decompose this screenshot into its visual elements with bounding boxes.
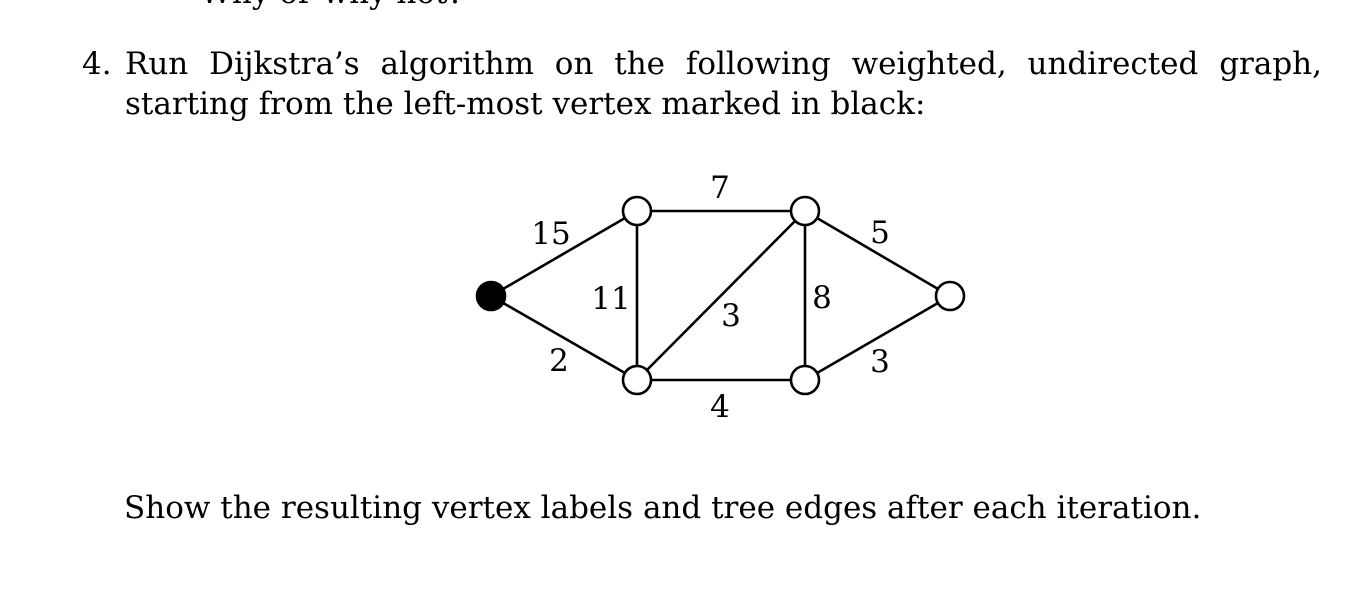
weight-label: 4: [710, 389, 730, 425]
weight-label: 5: [870, 215, 890, 251]
instruction-text: Show the resulting vertex labels and tre…: [124, 490, 1202, 526]
weight-label: 3: [870, 344, 890, 380]
vertex-top-right: [789, 195, 821, 227]
edge-start-top-left: [490, 209, 638, 298]
vertex-top-left: [621, 195, 653, 227]
previous-question-fragment: Why or why not?: [200, 0, 464, 9]
edge-start-bottom-left: [490, 294, 638, 382]
weight-label: 3: [721, 298, 741, 334]
vertex-bottom-right: [789, 364, 821, 396]
weight-label: 2: [549, 343, 569, 379]
question-4: 4. Run Dijkstra’s algorithm on the follo…: [82, 44, 1322, 124]
start-vertex: [475, 280, 507, 312]
weight-label: 8: [812, 280, 832, 316]
question-number: 4.: [82, 46, 112, 82]
edge-bottom-left-top-right: [636, 210, 806, 381]
vertex-bottom-left: [621, 364, 653, 396]
question-text: Run Dijkstra’s algorithm on the followin…: [125, 46, 1322, 122]
edge-bottom-right-end: [804, 294, 951, 382]
weight-label: 15: [531, 216, 570, 252]
edge-top-right-end: [804, 209, 951, 298]
vertex-right: [934, 280, 966, 312]
weight-label: 11: [591, 281, 630, 317]
weight-label: 7: [710, 170, 730, 206]
